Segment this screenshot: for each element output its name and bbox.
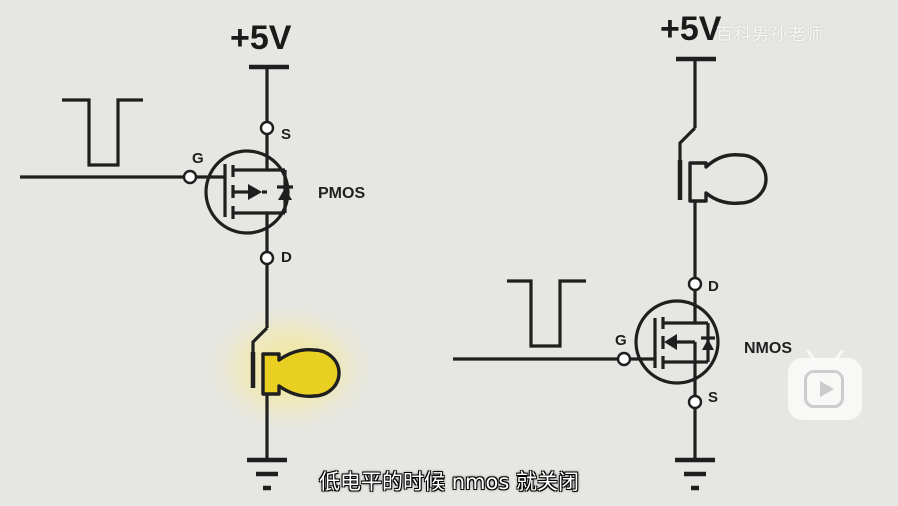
- watermark: 百科男孙老师: [716, 25, 824, 45]
- nmos-circuit: +5V D G: [453, 10, 792, 491]
- pmos-label: PMOS: [318, 185, 365, 202]
- right-drain-label: D: [708, 278, 719, 295]
- right-supply-label: +5V: [660, 10, 722, 48]
- right-gate-label: G: [615, 332, 627, 349]
- left-drain-terminal: [259, 250, 275, 266]
- left-ground-icon: [247, 457, 287, 491]
- pmos-circuit: +5V S G PMOS: [20, 19, 382, 491]
- left-source-label: S: [281, 126, 291, 143]
- lamp-off-icon: [677, 126, 768, 277]
- left-gate-terminal: [182, 169, 198, 185]
- right-gate-terminal: [616, 351, 632, 367]
- right-drain-terminal: [687, 276, 703, 292]
- left-drain-label: D: [281, 249, 292, 266]
- subtitle-caption: 低电平的时候 nmos 就关闭: [319, 470, 579, 494]
- right-source-terminal: [687, 394, 703, 410]
- nmos-label: NMOS: [744, 340, 792, 357]
- right-source-label: S: [708, 389, 718, 406]
- right-input-pulse-icon: [507, 279, 586, 348]
- left-supply-label: +5V: [230, 19, 292, 57]
- play-badge-icon: [788, 349, 862, 420]
- right-ground-icon: [675, 457, 715, 491]
- left-gate-label: G: [192, 150, 204, 167]
- pmos-symbol-icon: [196, 134, 293, 251]
- lamp-on-icon: [250, 326, 341, 458]
- left-source-terminal: [259, 120, 275, 136]
- nmos-symbol-icon: [630, 290, 720, 396]
- left-input-pulse-icon: [62, 98, 143, 167]
